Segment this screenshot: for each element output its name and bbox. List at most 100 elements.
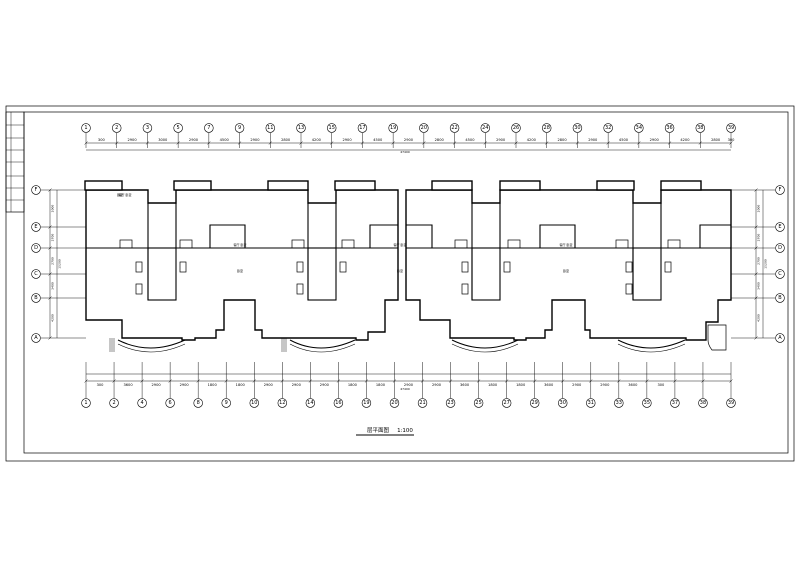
axis-bubble: [193, 398, 203, 408]
dim-label: 1800: [236, 383, 246, 387]
axis-bubble: [31, 293, 41, 303]
dim-label: 2900: [496, 138, 506, 142]
axis-bubble: [558, 398, 568, 408]
axis-label: 8: [197, 400, 200, 406]
axis-bubble: [31, 269, 41, 279]
dim-label: 4200: [527, 138, 537, 142]
dim-label: 2900: [152, 383, 162, 387]
axis-label: 13: [298, 125, 304, 131]
axis-label: 23: [447, 400, 453, 406]
axis-label: 3: [146, 125, 149, 131]
axis-bubble: [775, 222, 785, 232]
axis-label: 4: [140, 400, 143, 406]
room-label: 客厅 卧室: [234, 242, 247, 247]
title-block: [5, 111, 25, 213]
axis-label: 36: [666, 125, 672, 131]
bottom-total: 47400: [400, 387, 410, 391]
dim-label: 2800: [557, 138, 567, 142]
axis-bubble: [698, 398, 708, 408]
dim-label: 2900: [650, 138, 660, 142]
axis-label: 14: [307, 400, 313, 406]
dim-label: 3600: [123, 383, 133, 387]
dim-label: 2900: [180, 383, 190, 387]
drawing-scale: 1:100: [397, 428, 413, 434]
axis-label: 38: [700, 400, 706, 406]
side-dim-label: 2700: [757, 257, 761, 265]
axis-label: E: [778, 224, 781, 230]
room-label: 卧室: [563, 268, 569, 273]
axis-bubble: [361, 398, 372, 408]
side-dim-label: 3400: [51, 282, 55, 290]
axis-label: 9: [225, 400, 228, 406]
dim-label: 300: [657, 383, 665, 387]
room-label: 客厅 卧室: [560, 242, 573, 247]
axis-label: 2: [112, 400, 115, 406]
dim-label: 2900: [588, 138, 598, 142]
dim-label: 2900: [404, 138, 414, 142]
dim-label: 4200: [312, 138, 322, 142]
drawing-title: 层平面图: [367, 426, 390, 434]
axis-label: 29: [532, 400, 538, 406]
dim-label: 300: [98, 138, 106, 142]
axis-bubble: [142, 123, 153, 133]
dim-label: 2900: [432, 383, 442, 387]
side-dim-label: 2000: [51, 205, 55, 213]
axis-label: 38: [697, 125, 703, 131]
side-dim-label: 2000: [757, 205, 761, 213]
side-dim-label: 2700: [51, 257, 55, 265]
axis-bubble: [31, 185, 41, 195]
axis-bubble: [775, 293, 785, 303]
axis-label: A: [34, 335, 38, 341]
axis-bubble: [542, 123, 552, 133]
axis-label: 31: [588, 400, 594, 406]
axis-label: F: [35, 187, 38, 193]
axis-bubble: [726, 398, 736, 408]
axis-label: F: [779, 187, 782, 193]
axis-label: B: [34, 295, 38, 301]
axis-label: 37: [672, 400, 678, 406]
axis-label: 1: [84, 125, 87, 131]
stair-hatch: [109, 338, 287, 352]
axis-bubble: [445, 398, 456, 408]
axis-label: 25: [475, 400, 481, 406]
room-label: 卧室: [397, 268, 403, 273]
dim-label: 2800: [435, 138, 445, 142]
axis-bubble: [81, 123, 91, 133]
side-dim-label: 4200: [51, 314, 55, 322]
dim-label: 2900: [264, 383, 274, 387]
axis-label: 20: [391, 400, 397, 406]
dim-label: 1800: [516, 383, 526, 387]
room-label: 卧室: [237, 268, 243, 273]
axis-bubble: [775, 185, 785, 195]
dim-label: 3600: [544, 383, 554, 387]
axis-bubble: [277, 398, 288, 408]
dim-label: 1800: [348, 383, 358, 387]
side-dim-label: 3400: [757, 282, 761, 290]
axis-bubble: [775, 243, 785, 253]
side-dim-label: 4200: [757, 314, 761, 322]
dim-label: 2900: [292, 383, 302, 387]
inner-frame: [23, 111, 789, 454]
room-label: 卧室: [117, 192, 123, 197]
axis-label: E: [34, 224, 37, 230]
axis-bubble: [234, 123, 245, 133]
axis-label: 22: [451, 125, 457, 131]
axis-label: 16: [335, 400, 341, 406]
dim-label: 2900: [342, 138, 352, 142]
dim-label: 1800: [376, 383, 386, 387]
axis-bubble: [603, 123, 613, 133]
dim-label: 3000: [158, 138, 168, 142]
dim-label: 2800: [711, 138, 721, 142]
dim-label: 4200: [680, 138, 690, 142]
axis-bubble: [327, 123, 337, 133]
dim-label: 2900: [189, 138, 199, 142]
axis-bubble: [204, 123, 214, 133]
axis-label: 15: [329, 125, 335, 131]
axis-label: D: [778, 245, 782, 251]
axis-label: A: [778, 335, 782, 341]
dim-label: 3600: [628, 383, 638, 387]
axis-bubble: [775, 269, 785, 279]
axis-label: 24: [482, 125, 488, 131]
